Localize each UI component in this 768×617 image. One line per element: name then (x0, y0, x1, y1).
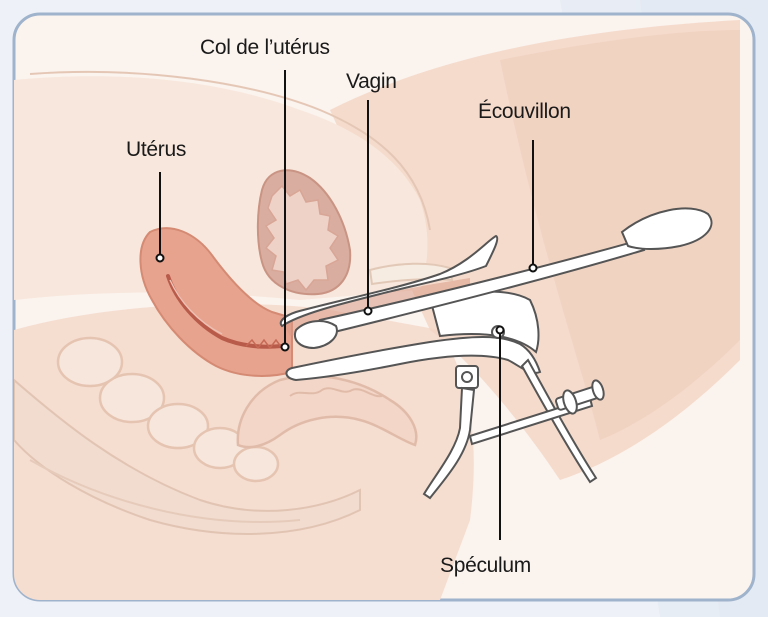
sacrum (14, 377, 361, 535)
leader-cervix-dot (280, 342, 290, 352)
leader-swab-dot (528, 263, 538, 273)
cervix-folds (245, 338, 283, 350)
speculum (279, 234, 605, 500)
label-uterus: Utérus (126, 138, 186, 161)
label-swab: Écouvillon (478, 100, 571, 123)
leader-vagina-dot (363, 306, 373, 316)
thigh-inner (500, 30, 740, 440)
leader-lines (155, 70, 538, 540)
swab (294, 207, 713, 350)
label-cervix: Col de l’utérus (200, 36, 330, 59)
uterus-cavity-inner (169, 279, 223, 335)
uterus (139, 227, 293, 377)
label-speculum: Spéculum (440, 554, 531, 577)
label-vagina: Vagin (346, 70, 397, 93)
leader-speculum-dot (495, 325, 505, 335)
spine (56, 336, 280, 483)
uterus-cavity (166, 274, 284, 349)
coccyx-lines (29, 459, 301, 523)
rectum-folds (289, 387, 383, 398)
leader-uterus-dot (155, 253, 165, 263)
abdomen-outline (29, 70, 431, 231)
